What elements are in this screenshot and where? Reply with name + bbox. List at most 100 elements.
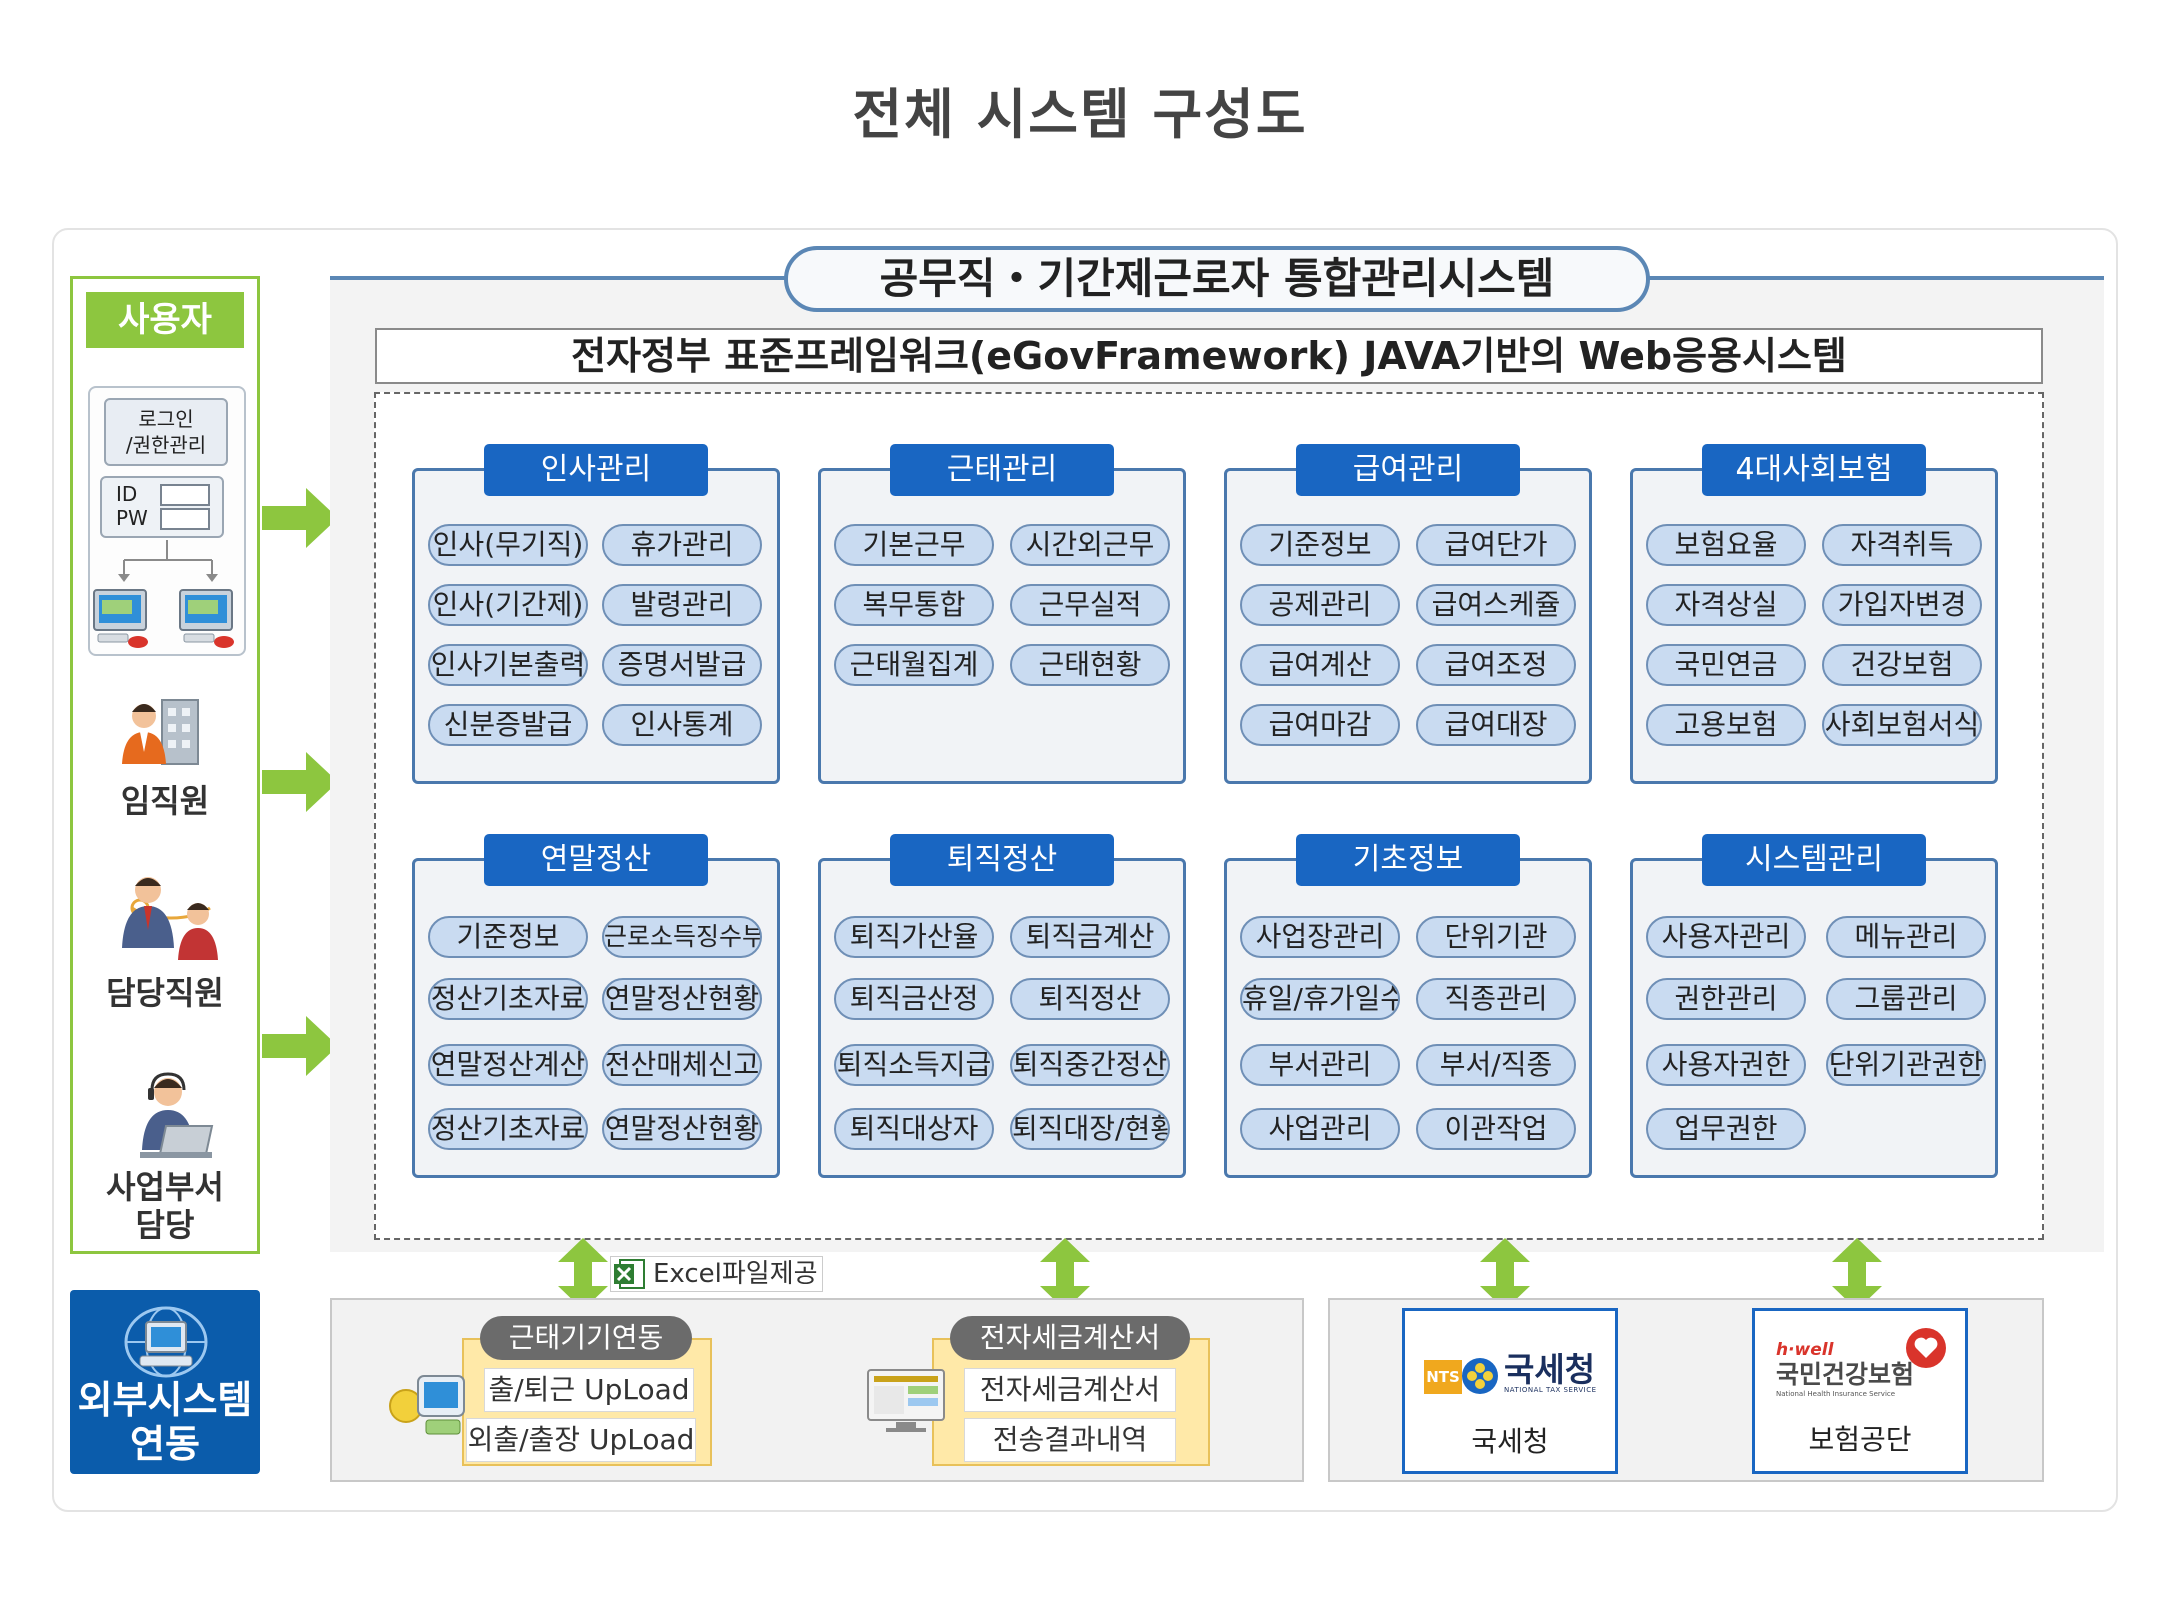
attendance-upload-item[interactable]: 출/퇴근 UpLoad [484, 1368, 694, 1412]
module-hr-title[interactable]: 인사관리 [484, 444, 708, 496]
menu-item[interactable]: 단위기관권한 [1826, 1044, 1986, 1086]
menu-item[interactable]: 급여계산 [1240, 644, 1400, 686]
menu-item[interactable]: 근로소득징수부 [602, 916, 762, 958]
menu-item[interactable]: 메뉴관리 [1826, 916, 1986, 958]
menu-item[interactable]: 국민연금 [1646, 644, 1806, 686]
menu-item[interactable]: 업무권한 [1646, 1108, 1806, 1150]
einvoice-item[interactable]: 전자세금계산서 [964, 1368, 1176, 1412]
nts-badge: NTS [1424, 1360, 1462, 1394]
attendance-device-title: 근태기기연동 [480, 1316, 692, 1360]
menu-item[interactable]: 사업장관리 [1240, 916, 1400, 958]
menu-item[interactable]: 기준정보 [428, 916, 588, 958]
menu-item[interactable]: 인사(기간제) [428, 584, 588, 626]
menu-item[interactable]: 근태월집계 [834, 644, 994, 686]
menu-item[interactable]: 퇴직금계산 [1010, 916, 1170, 958]
excel-export-label: Excel파일제공 [610, 1256, 823, 1292]
nts-logo-sub: NATIONAL TAX SERVICE [1504, 1386, 1597, 1394]
id-pw-form: ID PW [100, 476, 224, 538]
nhis-label: 보험공단 [1808, 1423, 1912, 1456]
menu-item[interactable]: 기준정보 [1240, 524, 1400, 566]
nts-label: 국세청 [1471, 1425, 1549, 1458]
module-payroll-title[interactable]: 급여관리 [1296, 444, 1520, 496]
module-retirement-title[interactable]: 퇴직정산 [890, 834, 1114, 886]
menu-item[interactable]: 근태현황 [1010, 644, 1170, 686]
menu-item[interactable]: 부서/직종 [1416, 1044, 1576, 1086]
login-label: 로그인 /권한관리 [104, 398, 228, 466]
menu-item[interactable]: 건강보험 [1822, 644, 1982, 686]
menu-item[interactable]: 급여조정 [1416, 644, 1576, 686]
staff-icon [122, 877, 218, 960]
einvoice-result-item[interactable]: 전송결과내역 [964, 1418, 1176, 1462]
sync-arrow-nhis [1832, 1238, 1882, 1310]
menu-item[interactable]: 사회보험서식 [1822, 704, 1982, 746]
menu-item[interactable]: 시간외근무 [1010, 524, 1170, 566]
nts-emblem-icon [1462, 1358, 1498, 1394]
menu-item[interactable]: 급여스케쥴 [1416, 584, 1576, 626]
menu-item[interactable]: 공제관리 [1240, 584, 1400, 626]
module-system-admin-title[interactable]: 시스템관리 [1702, 834, 1926, 886]
nhis-logo-top: h·well [1776, 1340, 1834, 1360]
module-attendance-title[interactable]: 근태관리 [890, 444, 1114, 496]
device-sync-icon [389, 1375, 465, 1435]
menu-item[interactable]: 가입자변경 [1822, 584, 1982, 626]
computers-icon [93, 540, 234, 648]
einvoice-title: 전자세금계산서 [950, 1316, 1190, 1360]
attendance-upload-item[interactable]: 외출/출장 UpLoad [466, 1418, 696, 1462]
menu-item[interactable]: 퇴직대장/현황 [1010, 1108, 1170, 1150]
menu-item[interactable]: 퇴직대상자 [834, 1108, 994, 1150]
sync-arrow-nts [1480, 1238, 1530, 1310]
menu-item[interactable]: 자격취득 [1822, 524, 1982, 566]
role-business-dept: 사업부서 담당 [106, 1168, 224, 1244]
menu-item[interactable]: 기본근무 [834, 524, 994, 566]
menu-item[interactable]: 발령관리 [602, 584, 762, 626]
module-social-insurance-title[interactable]: 4대사회보험 [1702, 444, 1926, 496]
menu-item[interactable]: 휴일/휴가일수 [1240, 978, 1400, 1020]
user-arrow-1 [262, 488, 338, 548]
menu-item[interactable]: 부서관리 [1240, 1044, 1400, 1086]
menu-item[interactable]: 급여단가 [1416, 524, 1576, 566]
menu-item[interactable]: 고용보험 [1646, 704, 1806, 746]
menu-item[interactable]: 퇴직소득지급 [834, 1044, 994, 1086]
menu-item[interactable]: 직종관리 [1416, 978, 1576, 1020]
module-basic-info-title[interactable]: 기초정보 [1296, 834, 1520, 886]
system-title: 공무직・기간제근로자 통합관리시스템 [784, 246, 1650, 312]
menu-item[interactable]: 인사(무기직) [428, 524, 588, 566]
menu-item[interactable]: 정산기초자료 [428, 978, 588, 1020]
menu-item[interactable]: 급여마감 [1240, 704, 1400, 746]
page-title: 전체 시스템 구성도 [852, 83, 1308, 146]
menu-item[interactable]: 이관작업 [1416, 1108, 1576, 1150]
menu-item[interactable]: 그룹관리 [1826, 978, 1986, 1020]
menu-item[interactable]: 정산기초자료 [428, 1108, 588, 1150]
menu-item[interactable]: 신분증발급 [428, 704, 588, 746]
module-year-end-title[interactable]: 연말정산 [484, 834, 708, 886]
menu-item[interactable]: 사업관리 [1240, 1108, 1400, 1150]
menu-item[interactable]: 인사통계 [602, 704, 762, 746]
invoice-screen-icon [867, 1369, 945, 1432]
role-employee: 임직원 [120, 782, 210, 820]
menu-item[interactable]: 퇴직금산정 [834, 978, 994, 1020]
nhis-emblem-icon [1906, 1328, 1946, 1368]
user-arrow-3 [262, 1016, 338, 1076]
employee-icon [122, 699, 199, 765]
menu-item[interactable]: 연말정산현황 [602, 978, 762, 1020]
menu-item[interactable]: 보험요율 [1646, 524, 1806, 566]
menu-item[interactable]: 퇴직정산 [1010, 978, 1170, 1020]
menu-item[interactable]: 휴가관리 [602, 524, 762, 566]
menu-item[interactable]: 복무통합 [834, 584, 994, 626]
menu-item[interactable]: 자격상실 [1646, 584, 1806, 626]
menu-item[interactable]: 근무실적 [1010, 584, 1170, 626]
menu-item[interactable]: 급여대장 [1416, 704, 1576, 746]
menu-item[interactable]: 전산매체신고 [602, 1044, 762, 1086]
menu-item[interactable]: 권한관리 [1646, 978, 1806, 1020]
menu-item[interactable]: 사용자관리 [1646, 916, 1806, 958]
menu-item[interactable]: 단위기관 [1416, 916, 1576, 958]
excel-icon [614, 1259, 645, 1289]
menu-item[interactable]: 인사기본출력 [428, 644, 588, 686]
operator-icon [140, 1072, 214, 1158]
menu-item[interactable]: 연말정산현황 [602, 1108, 762, 1150]
menu-item[interactable]: 연말정산계산 [428, 1044, 588, 1086]
menu-item[interactable]: 퇴직가산율 [834, 916, 994, 958]
menu-item[interactable]: 퇴직중간정산 [1010, 1044, 1170, 1086]
menu-item[interactable]: 사용자권한 [1646, 1044, 1806, 1086]
menu-item[interactable]: 증명서발급 [602, 644, 762, 686]
